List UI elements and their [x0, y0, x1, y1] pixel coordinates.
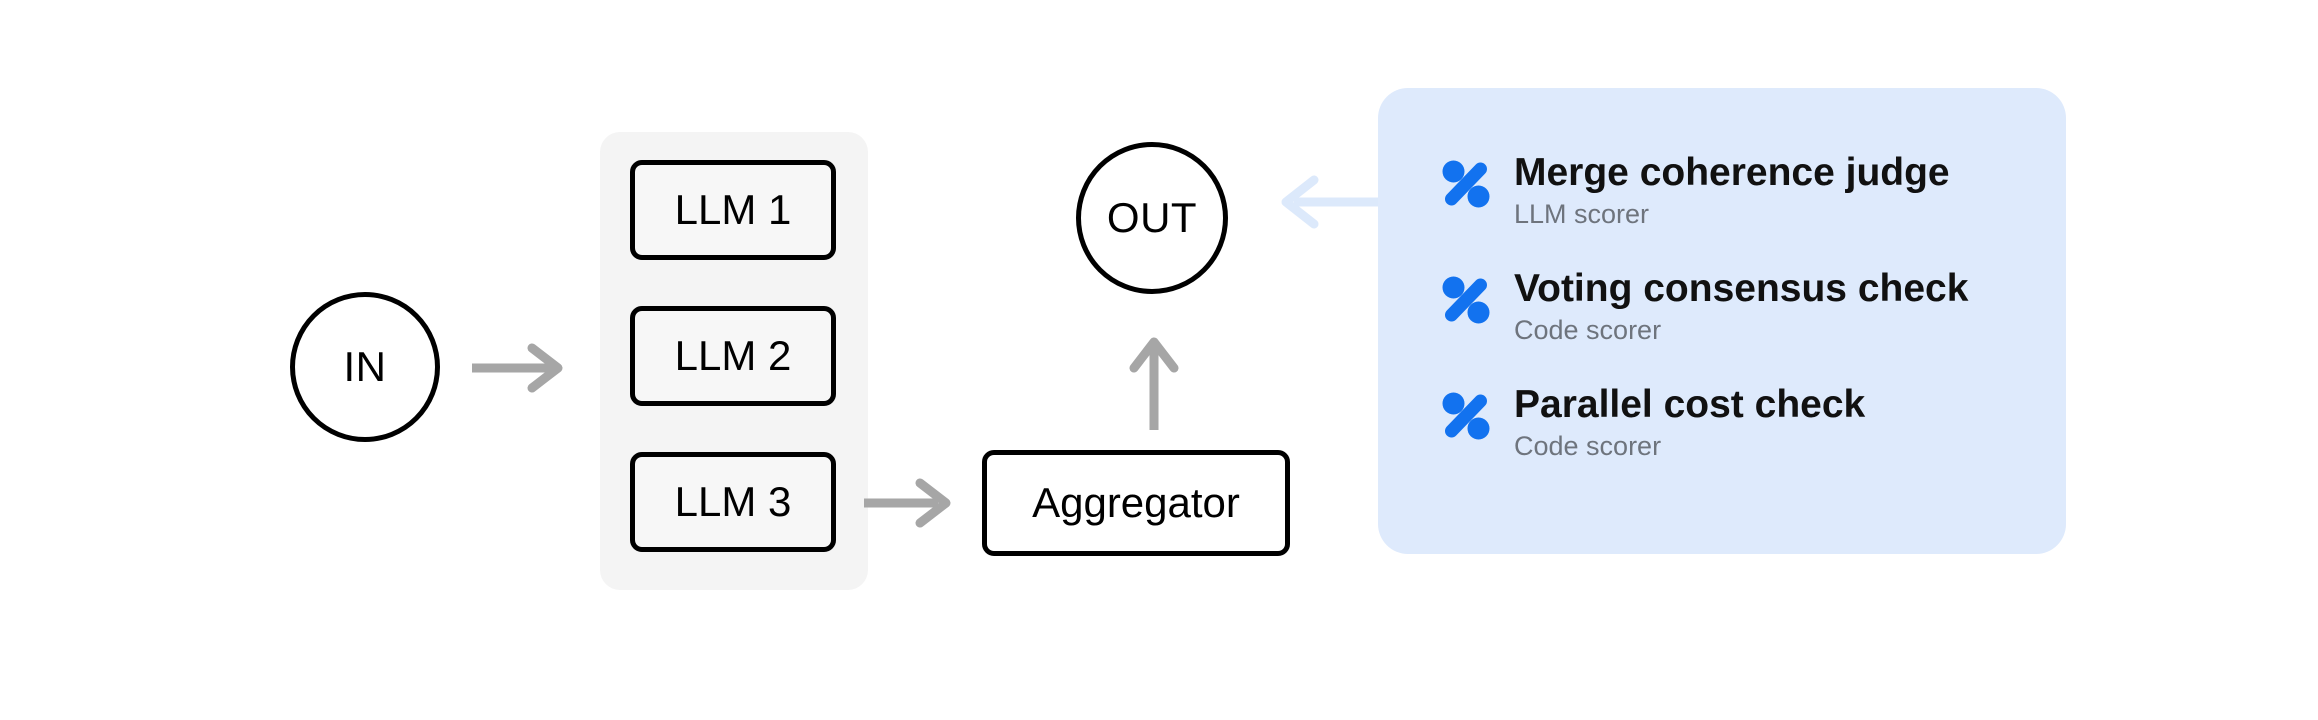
- node-output[interactable]: OUT: [1076, 142, 1228, 294]
- scorer-title: Merge coherence judge: [1514, 151, 1950, 194]
- node-llm-1-label: LLM 1: [674, 186, 792, 233]
- arrow-aggregator-to-out: [1129, 337, 1179, 430]
- node-llm-2[interactable]: LLM 2: [630, 306, 836, 406]
- scorer-text: Voting consensus check Code scorer: [1514, 268, 1968, 348]
- node-llm-1[interactable]: LLM 1: [630, 160, 836, 260]
- scorer-text: Parallel cost check Code scorer: [1514, 384, 1865, 464]
- percent-icon: [1442, 276, 1490, 324]
- percent-icon: [1442, 160, 1490, 208]
- scorer-subtitle: Code scorer: [1514, 315, 1662, 346]
- arrow-llm3-to-aggregator: [864, 478, 951, 528]
- scorer-item[interactable]: Voting consensus check Code scorer: [1440, 268, 1968, 348]
- node-llm-2-label: LLM 2: [674, 332, 792, 379]
- scorer-item[interactable]: Merge coherence judge LLM scorer: [1440, 152, 1968, 232]
- parallel-llm-group: LLM 1 LLM 2 LLM 3: [600, 132, 868, 590]
- node-input-label: IN: [343, 343, 387, 390]
- scorer-subtitle: LLM scorer: [1514, 199, 1650, 230]
- scorer-title: Voting consensus check: [1514, 267, 1969, 311]
- arrow-in-to-group: [472, 343, 563, 393]
- node-aggregator[interactable]: Aggregator: [982, 450, 1290, 556]
- scorer-list: Merge coherence judge LLM scorer Voting …: [1440, 152, 1968, 464]
- node-output-label: OUT: [1106, 194, 1198, 241]
- scorer-title: Parallel cost check: [1514, 383, 1866, 427]
- arrow-scorers-to-out: [1281, 175, 1382, 229]
- scorer-item[interactable]: Parallel cost check Code scorer: [1440, 384, 1968, 464]
- node-llm-3[interactable]: LLM 3: [630, 452, 836, 552]
- scorer-panel: Merge coherence judge LLM scorer Voting …: [1378, 88, 2066, 554]
- scorer-subtitle: Code scorer: [1514, 431, 1662, 462]
- percent-icon: [1442, 392, 1490, 440]
- scorer-text: Merge coherence judge LLM scorer: [1514, 152, 1950, 232]
- node-aggregator-label: Aggregator: [1032, 479, 1240, 526]
- node-input[interactable]: IN: [290, 292, 440, 442]
- node-llm-3-label: LLM 3: [674, 478, 792, 525]
